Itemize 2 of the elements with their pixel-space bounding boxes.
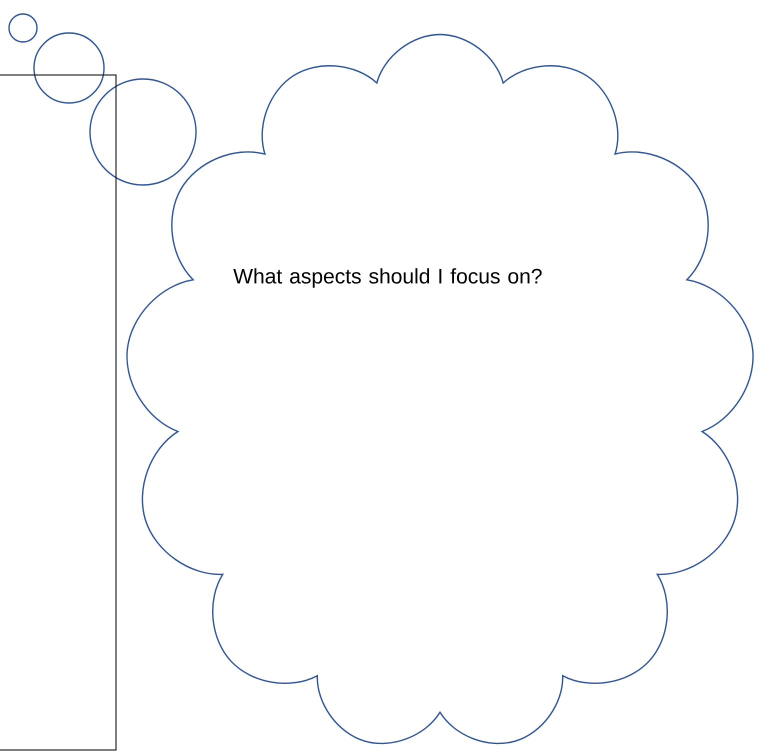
box: [0, 74, 116, 750]
thought-cloud: What aspects should I focus on?: [126, 34, 754, 744]
